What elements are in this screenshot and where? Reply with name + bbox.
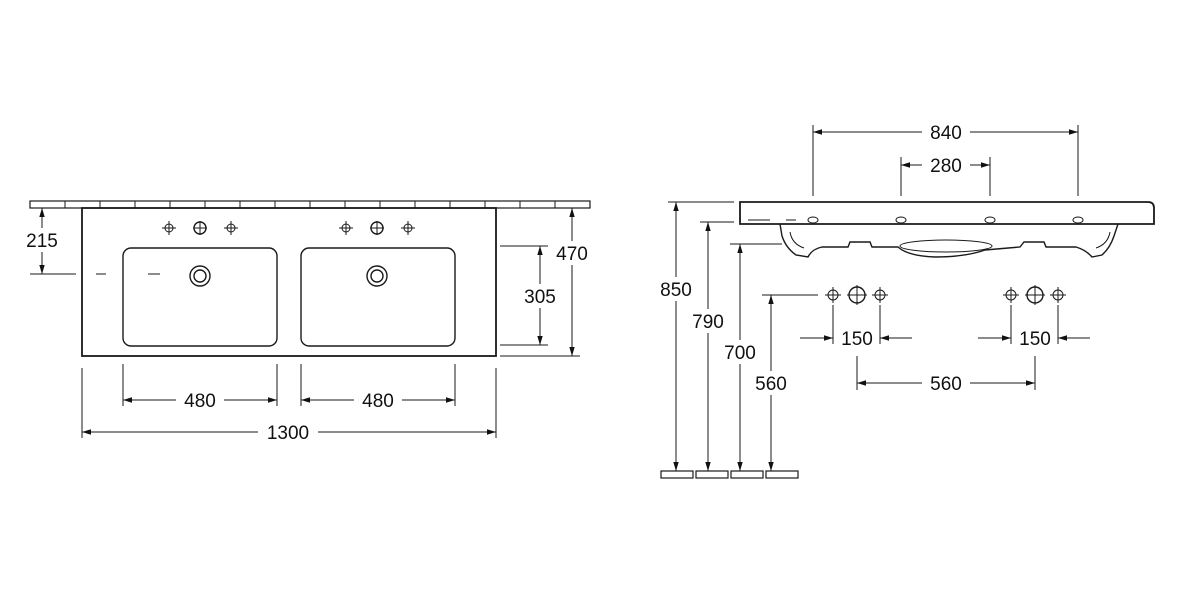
dim-150-left: 150: [800, 305, 912, 350]
dim-560-vertical-label: 560: [755, 374, 787, 395]
dim-700-label: 700: [724, 343, 756, 364]
dim-150-right: 150: [978, 305, 1090, 350]
right-tap-holes-icon: [339, 221, 415, 235]
dim-215: 215: [15, 208, 76, 275]
dim-480-right: 480: [301, 388, 455, 412]
dim-280: 280: [900, 153, 991, 196]
dim-560-horizontal-label: 560: [930, 374, 962, 395]
side-view: 840 280 850: [654, 120, 1155, 479]
top-view: 215 470 305 480: [15, 200, 596, 444]
basin-slab: [739, 201, 1155, 225]
dim-305-label: 305: [524, 287, 556, 308]
dim-215-label: 215: [26, 231, 58, 252]
dim-560-vertical: 560: [749, 295, 795, 471]
dim-480-left-label: 480: [184, 391, 216, 412]
right-wall-connection-icon: [1003, 285, 1066, 305]
left-tap-holes-icon: [162, 221, 238, 235]
wall-strip-top: [29, 200, 591, 209]
dim-480-right-label: 480: [362, 391, 394, 412]
basin-underside: [779, 223, 1119, 258]
dim-850: 850: [654, 202, 700, 471]
dim-480-left: 480: [123, 388, 277, 412]
dim-150-right-label: 150: [1019, 329, 1051, 350]
right-drain-icon: [366, 265, 388, 287]
left-bowl: [122, 247, 278, 347]
left-drain-icon: [189, 265, 211, 287]
left-wall-connection-icon: [825, 285, 888, 305]
dim-560-horizontal: 560: [856, 356, 1036, 395]
dim-470: 470: [500, 208, 596, 357]
dim-790-label: 790: [692, 312, 724, 333]
dim-840-label: 840: [930, 123, 962, 144]
right-bowl: [300, 247, 456, 347]
dim-850-label: 850: [660, 280, 692, 301]
dim-1300: 1300: [82, 420, 496, 444]
dim-305: 305: [500, 245, 564, 346]
dim-150-left-label: 150: [841, 329, 873, 350]
dim-470-label: 470: [556, 244, 588, 265]
floor-strip: [660, 470, 799, 479]
dim-1300-label: 1300: [267, 423, 309, 444]
dim-700: 700: [718, 244, 764, 471]
dim-790: 790: [686, 222, 732, 471]
dim-840: 840: [812, 120, 1079, 196]
slab-tap-holes-icon: [807, 216, 1084, 224]
basin-outline: [81, 207, 497, 357]
dim-280-label: 280: [930, 156, 962, 177]
